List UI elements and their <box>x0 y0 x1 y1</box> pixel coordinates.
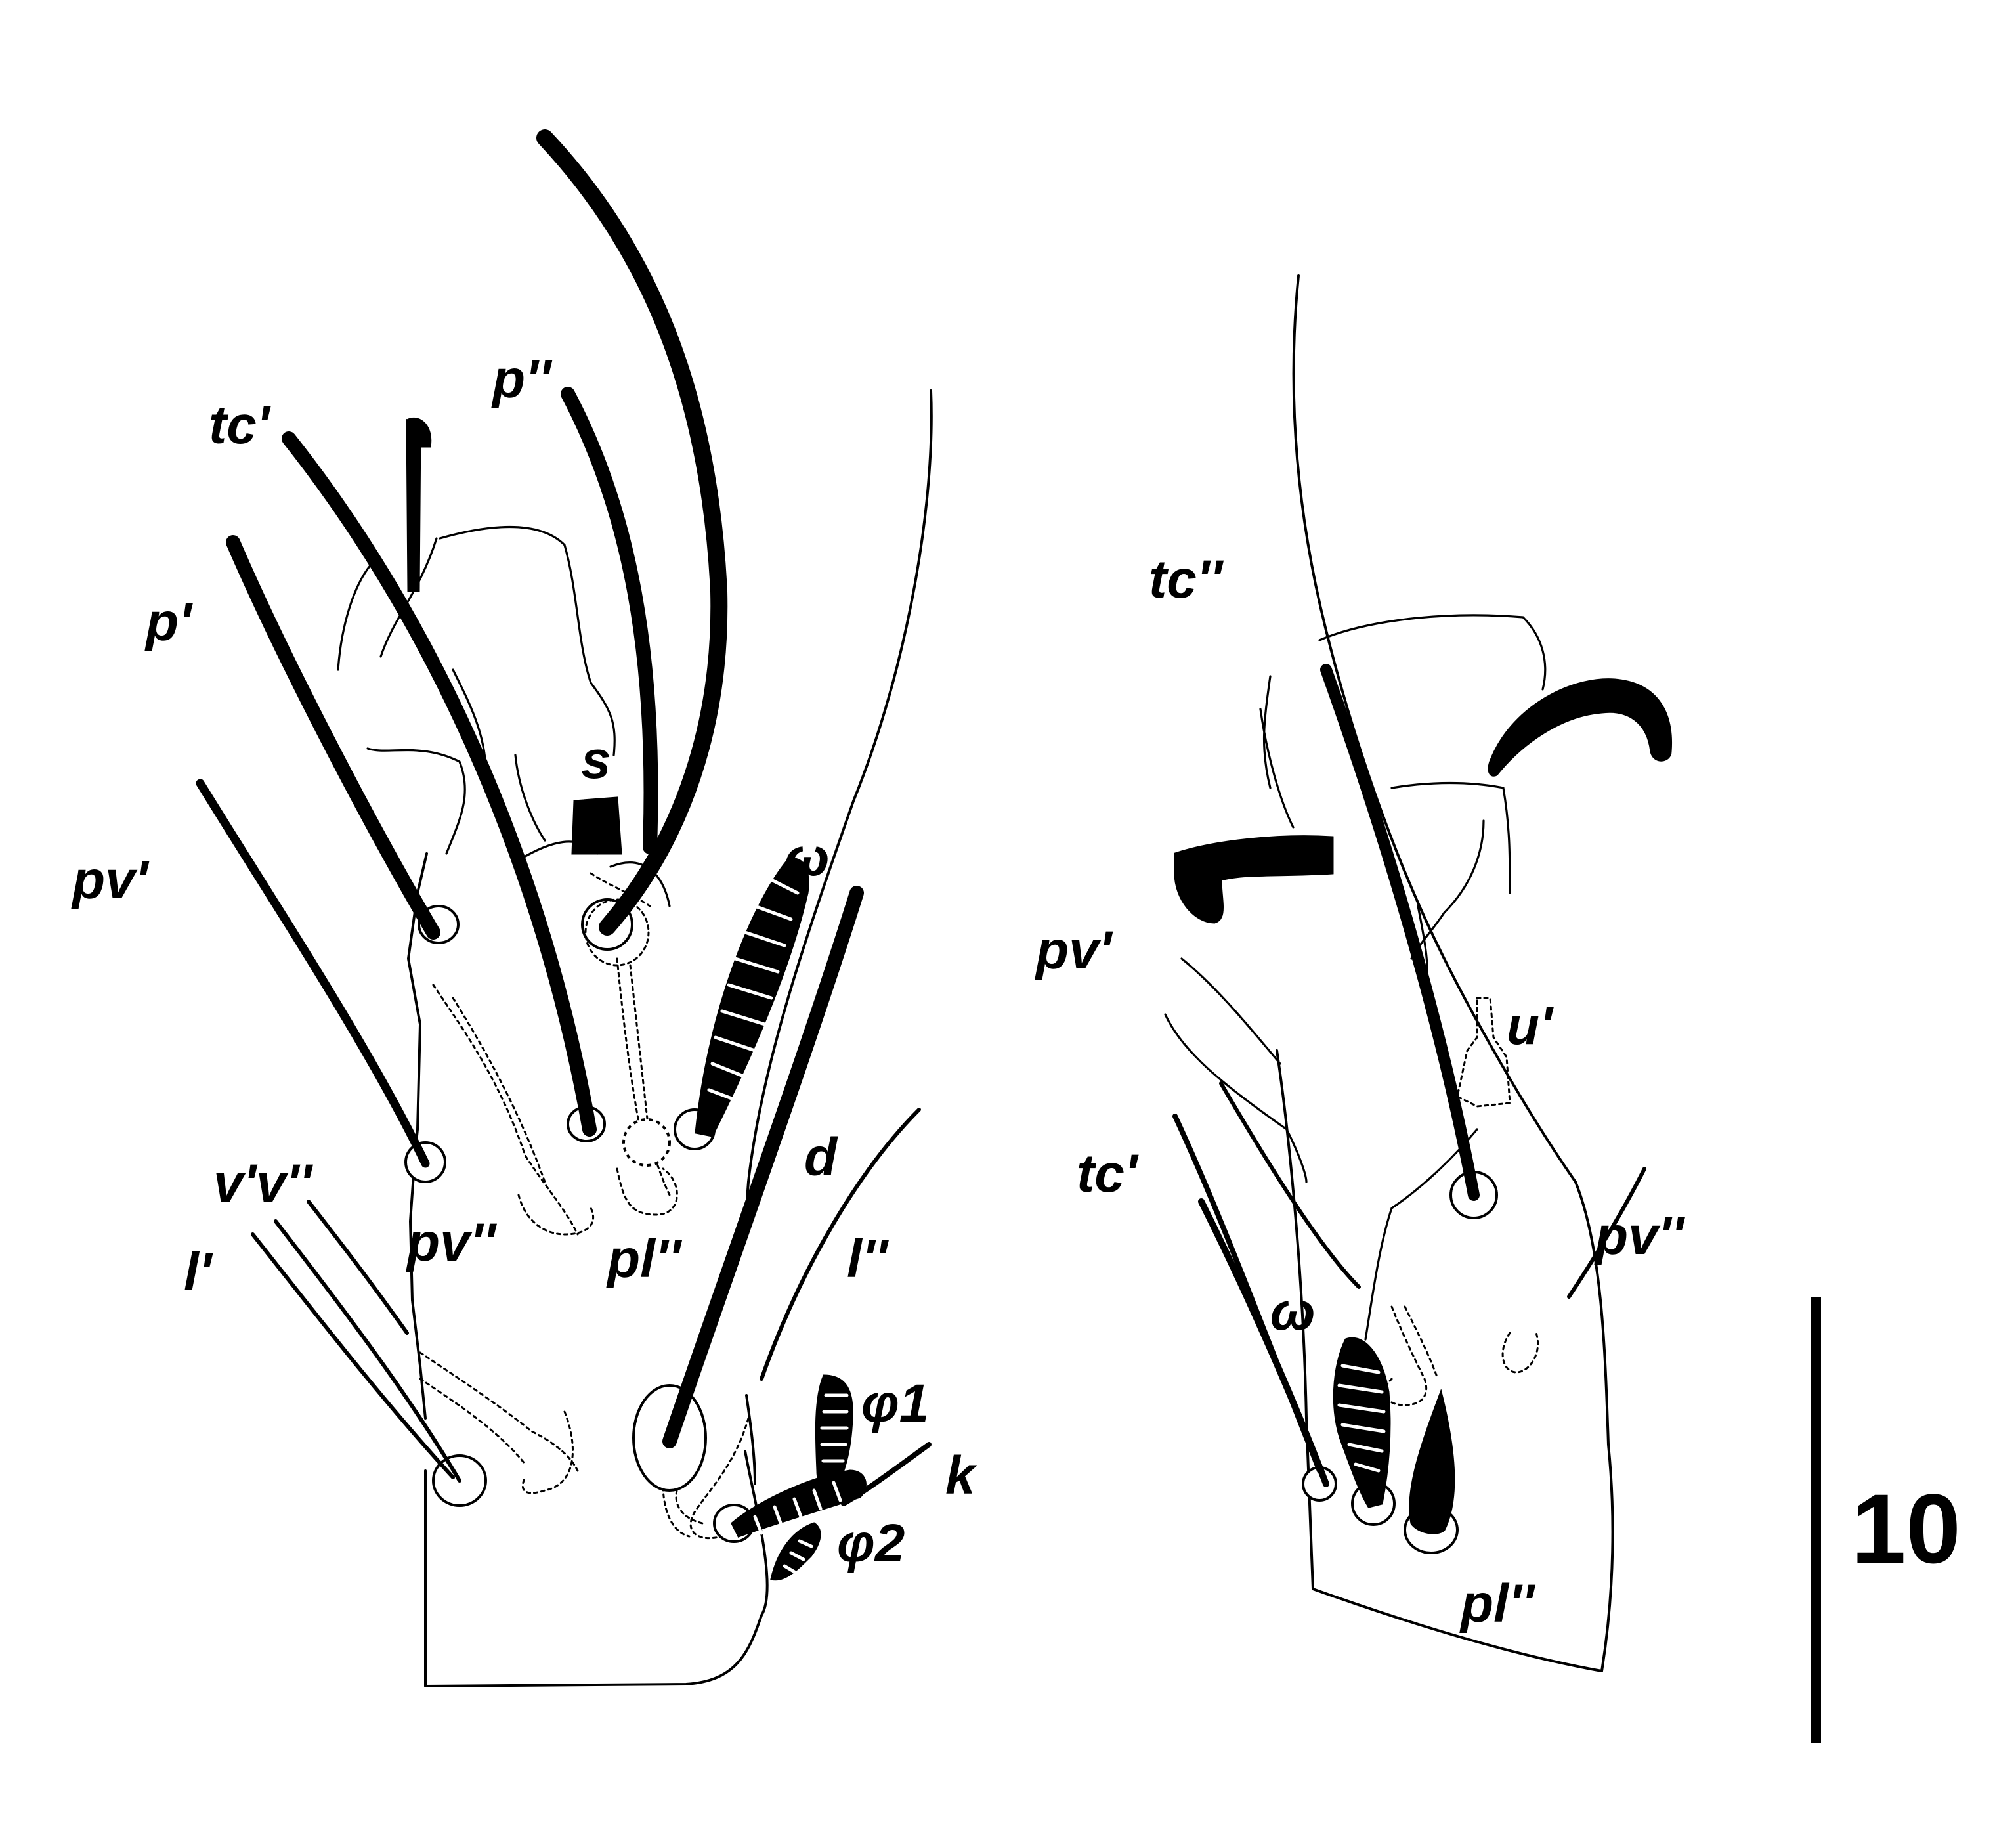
scale-bar: 10 <box>1811 1297 1961 1743</box>
label-l1-left: l' <box>184 1242 213 1302</box>
right-segment-outline <box>1276 274 1614 1672</box>
left-dotted-internal <box>419 872 750 1540</box>
label-omega-right: ω <box>1270 1282 1315 1341</box>
seta-p2 <box>561 387 658 854</box>
label-pl2-left: pl'' <box>606 1229 682 1289</box>
label-phi1-left: φ1 <box>861 1374 929 1433</box>
scale-bar-line <box>1811 1297 1821 1743</box>
seta-d <box>662 886 864 1448</box>
right-leg-segment: tc'' pv' u' tc' pv'' ω pl'' <box>1035 274 1685 1672</box>
label-pv1-right: pv' <box>1035 921 1113 980</box>
seta-tc1-right-second <box>1172 1114 1322 1473</box>
seta-l2 <box>760 1108 921 1381</box>
label-d-left: d <box>804 1127 838 1187</box>
label-pv2-right: pv'' <box>1594 1206 1685 1266</box>
label-pv1-left: pv' <box>71 850 150 910</box>
label-pv2-left: pv'' <box>406 1213 497 1272</box>
seta-lower-thin <box>745 1394 756 1485</box>
seta-long-curved <box>536 129 728 936</box>
label-p1-left: p' <box>144 592 193 652</box>
seta-l1 <box>251 1232 455 1479</box>
seta-s <box>571 796 622 855</box>
label-pl2-right: pl'' <box>1459 1574 1535 1634</box>
label-p2-left: p'' <box>491 349 553 409</box>
right-internal-fold <box>1164 614 1547 1341</box>
seta-p1 <box>226 535 440 940</box>
label-tc2-right: tc'' <box>1149 550 1224 609</box>
label-s-left: s <box>581 730 611 790</box>
left-leg-segment: tc' p'' p' s pv' ω v'v'' l' pv'' pl'' d … <box>71 129 978 1687</box>
seta-tc1 <box>282 431 597 1137</box>
solenidion-omega <box>695 858 809 1137</box>
label-omega-left: ω <box>784 827 829 887</box>
right-hook-left <box>1174 835 1334 924</box>
label-v1v2-left: v'v'' <box>213 1154 313 1213</box>
seta-pv1-lower-right <box>1219 1081 1361 1289</box>
label-l2-left: l'' <box>847 1229 889 1289</box>
label-tc1-right: tc' <box>1077 1144 1139 1204</box>
label-u1-right: u' <box>1507 996 1554 1056</box>
socket-pl2 <box>622 1118 671 1167</box>
seta-pv2-right <box>1567 1167 1646 1299</box>
left-seta-hooked-tip <box>405 417 432 592</box>
right-hook-upper <box>1488 678 1673 777</box>
seta-v1 <box>274 1219 461 1483</box>
label-phi2-left: φ2 <box>837 1513 905 1573</box>
socket-p2-dotted <box>584 898 650 967</box>
solenidion-phi2 <box>731 1469 867 1581</box>
scale-bar-label: 10 <box>1851 1473 1961 1584</box>
right-dotted-internal <box>1384 997 1539 1406</box>
label-tc1-left: tc' <box>209 395 271 455</box>
seta-pv1 <box>196 779 430 1168</box>
label-k-left: k <box>945 1446 978 1506</box>
seta-v2 <box>307 1200 409 1335</box>
solenidion-omega-right <box>1333 1337 1391 1508</box>
seta-pl2-right <box>1409 1388 1455 1534</box>
seta-tc2-right <box>1320 664 1480 1201</box>
